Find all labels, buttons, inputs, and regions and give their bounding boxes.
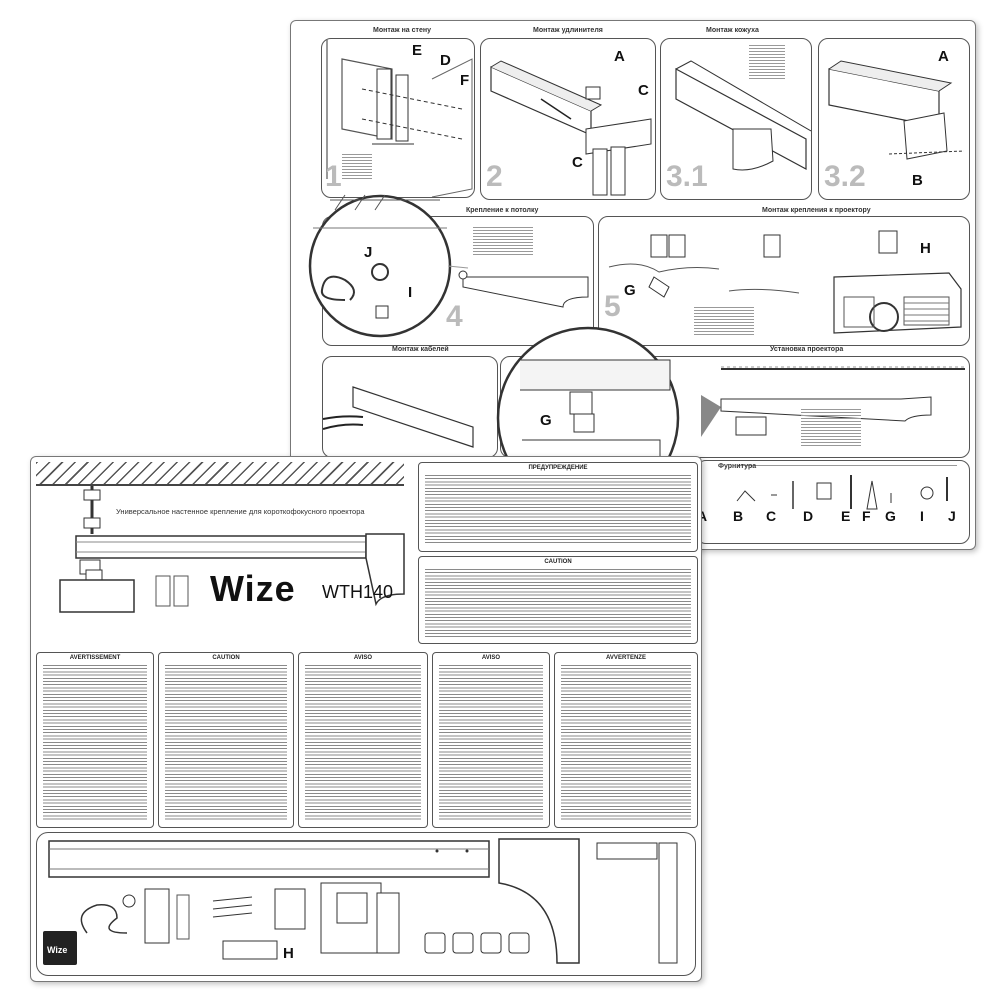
front-headline: Универсальное настенное крепление для ко… [116,507,365,516]
warning-heading: AVERTISSEMENT [69,655,121,661]
fitting-letter: D [803,508,814,524]
ceiling-mount-drawing [458,270,589,308]
part-letter: C [572,154,583,171]
panel-projector-bracket [598,216,970,346]
part-letter: G [540,412,552,429]
fitting-letter: E [841,508,851,524]
panel-wall-mount [321,38,475,198]
part-letter: G [624,282,636,299]
parts-tray-drawing [48,838,678,964]
warning-column-4: AVISO [432,652,550,828]
part-letter: H [283,945,294,962]
warning-box-russian: ПРЕДУПРЕЖДЕНИЕ [418,462,698,552]
wall-mount-drawing [326,39,473,197]
fittings-panel [696,460,970,544]
panel-cover-finish [818,38,970,200]
part-letter: A [614,48,625,65]
fitting-letter: A [697,508,708,524]
fitting-letter: G [885,508,896,524]
fittings-title: Фурнитура [718,463,757,470]
part-letter: I [408,284,413,301]
panel-title-cables: Монтаж кабелей [392,346,449,353]
part-letter: J [364,244,373,261]
warning-heading: CAUTION [544,559,572,565]
panel-title-projector-bracket: Монтаж крепления к проектору [762,207,871,214]
panel-title-ceiling: Крепление к потолку [466,207,539,214]
step-number: 5 [604,290,621,323]
box-label: Wize [47,945,68,955]
fitting-letter: B [733,508,744,524]
warning-box-english: CAUTION [418,556,698,644]
fittings-drawing [736,475,948,510]
warning-heading: CAUTION [212,655,240,661]
cover-drawing [675,60,811,171]
panel-title-wall-mount: Монтаж на стену [373,27,431,34]
step-number: 2 [486,160,503,193]
part-letter: E [412,42,423,59]
panel-cable-mount [322,356,498,458]
step-number: 1 [325,160,342,193]
extension-drawing [490,60,652,196]
warning-column-1: AVERTISSEMENT [36,652,154,828]
part-letter: B [912,172,923,189]
panel-title-install: Установка проектора [770,346,844,353]
brand-logo: Wize [210,568,296,609]
step-number: 3.2 [824,160,866,193]
warning-column-3: AVISO [298,652,428,828]
fitting-letter: J [948,508,956,524]
panel-title-extension: Монтаж удлинителя [533,27,603,34]
cover-finish-drawing [828,60,965,160]
bracket-illustration [59,486,405,613]
box-icon: Wize [43,931,77,965]
panel-title-cover: Монтаж кожуха [706,27,759,34]
projector-bracket-drawing [608,230,962,334]
fitting-letter: F [862,508,871,524]
warning-heading: AVISO [481,655,501,661]
fitting-letter: I [920,508,924,524]
fitting-letter: C [766,508,777,524]
parts-tray: H Wize [36,832,696,976]
warning-column-2: CAUTION [158,652,294,828]
panel-cover-mount [660,38,812,200]
warning-column-5: AVVERTENZE [554,652,698,828]
warning-heading: AVISO [353,655,373,661]
model-number: WTH140 [322,582,394,602]
step-number: 3.1 [666,160,708,193]
part-letter: H [920,240,931,257]
part-letter: D [440,52,451,69]
warning-heading: AVVERTENZE [606,655,646,661]
warning-heading: ПРЕДУПРЕЖДЕНИЕ [528,465,588,471]
step-number: 4 [446,300,463,333]
ceiling-hatch [36,462,404,486]
cable-drawing [323,386,474,448]
part-letter: A [938,48,949,65]
part-letter: F [460,72,470,89]
part-letter: C [638,82,649,99]
panel-extension-mount [480,38,656,200]
